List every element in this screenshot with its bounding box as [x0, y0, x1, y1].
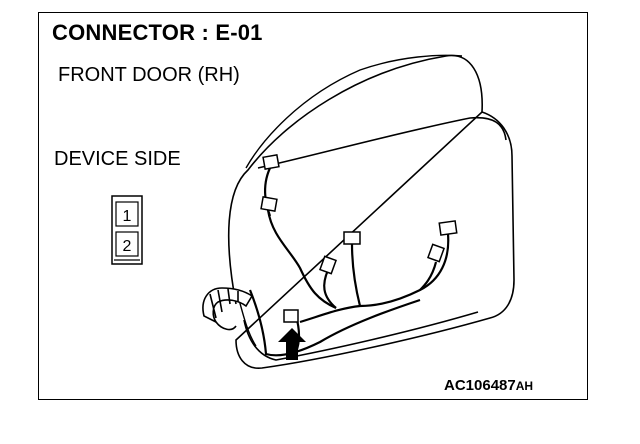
location-label: FRONT DOOR (RH) [58, 64, 240, 86]
connector-pin-label: 1 [123, 208, 132, 225]
harness-connectors [260, 154, 458, 323]
location-arrow [278, 328, 306, 360]
door-outline [227, 54, 515, 369]
figure-code: AC106487AH [444, 377, 533, 394]
connector-pin-label: 2 [123, 238, 132, 255]
wire-harness [237, 167, 450, 357]
harness-grommet [202, 287, 254, 331]
view-label: DEVICE SIDE [54, 148, 181, 170]
window-frame-line [245, 54, 463, 169]
connector-title: CONNECTOR : E-01 [52, 20, 263, 45]
connector-face: 1 2 [111, 195, 143, 265]
